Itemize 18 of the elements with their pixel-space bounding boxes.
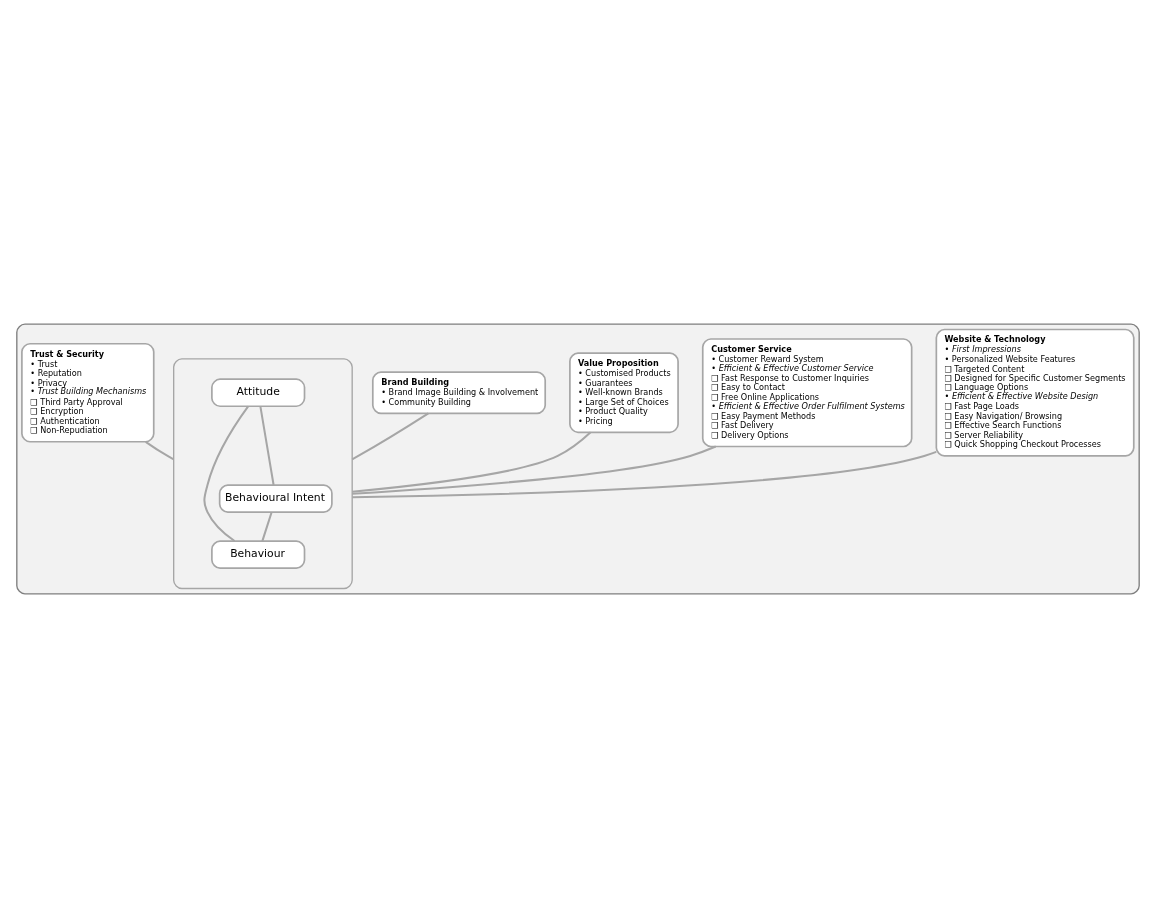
node-box: Trust & Security • Trust • Reputation • Privacy • Trust Building Mechanisms ❑ Third Party Approval ❑ Encryption ❑ Authentication ❑ Non-Repudiation <box>21 342 155 443</box>
node-box: Website & Technology • First Impressions • Personalized Website Features ❑ Targeted Content ❑ Designed for Specific Customer Segments ❑ Language Options • Efficient & Effective Website Design ❑ Fast Page Loads ❑ Easy Navigation/ Browsing ❑ Effective Search Functions ❑ Server Reliability ❑ Quick Shopping Checkout Processes <box>935 328 1135 457</box>
cluster <box>16 323 1140 595</box>
connector <box>352 450 937 499</box>
cluster <box>173 358 353 590</box>
node-box: Value Proposition • Customised Products • Guarantees • Well-known Brands • Large Set of Choices • Product Quality • Pricing <box>569 352 679 434</box>
connector <box>203 405 249 542</box>
node-box: Behaviour <box>211 540 306 570</box>
connector <box>352 445 717 495</box>
connector <box>351 412 429 461</box>
connector <box>259 406 275 486</box>
connector <box>352 431 592 493</box>
node-box: Attitude <box>211 378 306 408</box>
node-box: Customer Service • Customer Reward System • Efficient & Effective Customer Service ❑ Fast Response to Customer Inquiries ❑ Easy to Contact ❑ Free Online Applications • Efficient & Effective Order Fulfilment Systems ❑ Easy Payment Methods ❑ Fast Delivery ❑ Delivery Options <box>701 338 913 448</box>
connector <box>261 511 273 542</box>
node-box: Brand Building • Brand Image Building & Involvement • Community Building <box>371 371 547 415</box>
connector <box>145 441 175 461</box>
node-box: Behavioural Intent <box>218 484 333 513</box>
